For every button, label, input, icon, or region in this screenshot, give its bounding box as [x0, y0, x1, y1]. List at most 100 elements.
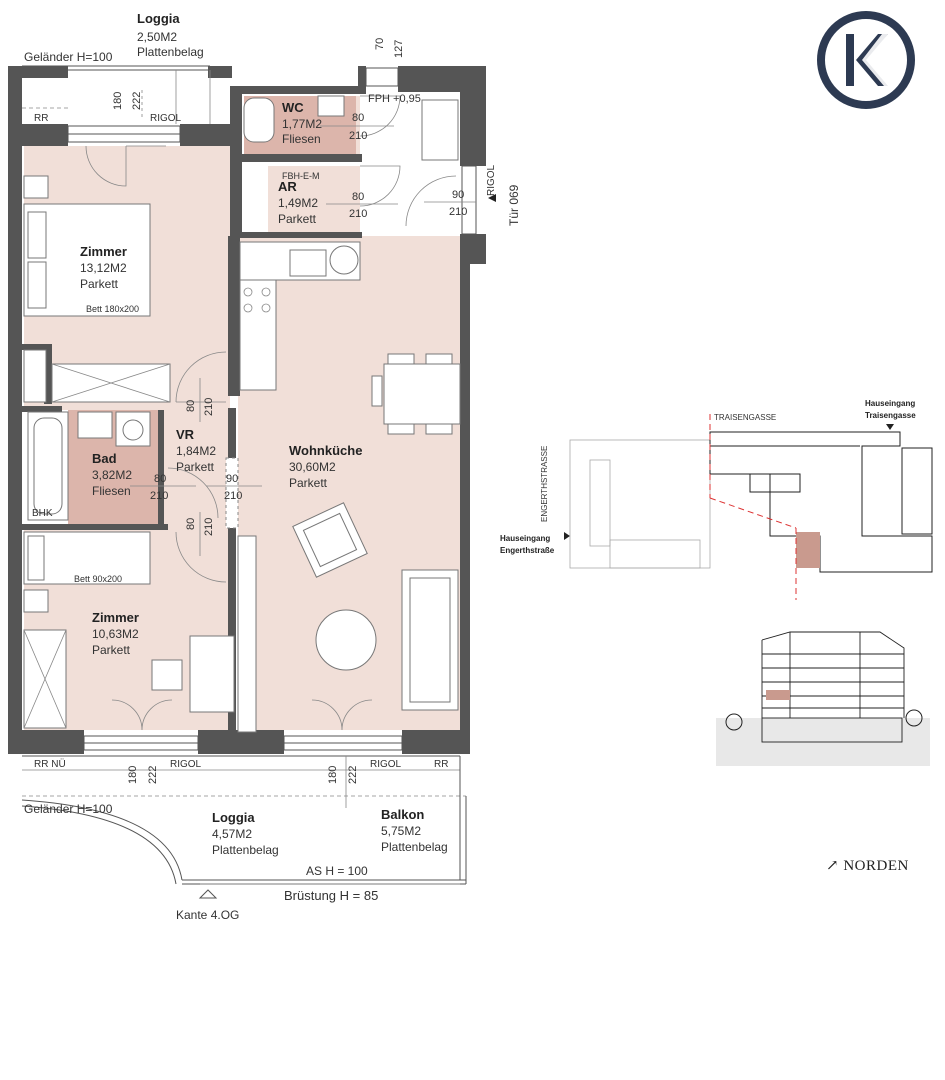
- ar-area: [268, 166, 360, 232]
- gelaender-bottom: Geländer H=100: [24, 802, 113, 816]
- entrance-left-line2: Engerthstraße: [500, 546, 555, 555]
- rr-nu: RR NÜ: [34, 758, 66, 770]
- loggia-bottom-area: 4,57M2: [212, 827, 252, 841]
- entrance-top-line2: Traisengasse: [865, 411, 916, 420]
- section-elevation: [716, 631, 930, 766]
- bath-sink: [77, 411, 113, 439]
- dim-222-bl: 222: [147, 766, 159, 784]
- bett2-label: Bett 90x200: [74, 574, 122, 584]
- vr-name: VR: [176, 427, 195, 442]
- toilet: [243, 97, 275, 143]
- bruestung-label: Brüstung H = 85: [284, 888, 378, 903]
- rigol-br: RIGOL: [370, 759, 402, 770]
- entrance-top-arrow-icon: [886, 424, 894, 430]
- dim-210-wohnkueche: 210: [224, 490, 242, 502]
- rr-br: RR: [434, 759, 448, 770]
- entrance-top-line1: Hauseingang: [865, 399, 915, 408]
- room-labels: Loggia 2,50M2 Plattenbelag WC 1,77M2 Fli…: [80, 11, 448, 857]
- dim-80-wc: 80: [352, 112, 364, 124]
- ar-floor: Parkett: [278, 212, 317, 226]
- section-highlight-floor: [766, 690, 790, 700]
- dim-180-top: 180: [112, 92, 124, 110]
- zimmer2-floor: Parkett: [92, 643, 131, 657]
- site-plan: TRAISENGASSE Hauseingang Traisengasse EN…: [500, 399, 933, 600]
- zimmer1-name: Zimmer: [80, 244, 127, 259]
- logo-ring: [817, 11, 915, 109]
- annotations: Geländer H=100 Geländer H=100 RR RIGOL R…: [24, 50, 521, 922]
- walls: [8, 66, 486, 754]
- tuer-label: Tür 069: [507, 184, 521, 226]
- dim-222-top: 222: [131, 92, 143, 110]
- zimmer1-floor: Parkett: [80, 277, 119, 291]
- entrance-left-arrow-icon: [564, 532, 570, 540]
- street-traisengasse: TRAISENGASSE: [714, 413, 776, 422]
- doors: [85, 95, 457, 731]
- street-engerthstrasse: ENGERTHSTRASSE: [540, 446, 549, 522]
- dim-127: 127: [393, 40, 405, 58]
- wc-floor: Fliesen: [282, 132, 321, 146]
- round-table: [315, 609, 377, 671]
- loggia-bottom-floor: Plattenbelag: [212, 843, 279, 857]
- loggia-top: [22, 65, 211, 124]
- balkon-area: 5,75M2: [381, 824, 421, 838]
- vr-floor: Parkett: [176, 460, 215, 474]
- vr-area-text: 1,84M2: [176, 444, 216, 458]
- dim-210-wc: 210: [349, 130, 367, 142]
- bed-single: [23, 531, 151, 585]
- dim-80-zimmer2: 80: [185, 518, 197, 530]
- dim-80-zimmer1: 80: [185, 400, 197, 412]
- loggia-top-area: 2,50M2: [137, 30, 177, 44]
- kante-label: Kante 4.OG: [176, 908, 239, 922]
- windows: [67, 67, 477, 751]
- gelaender-top: Geländer H=100: [24, 50, 113, 64]
- furniture: [23, 95, 461, 733]
- ar-area-text: 1,49M2: [278, 196, 318, 210]
- balkon-name: Balkon: [381, 807, 424, 822]
- fph-label: FPH +0,95: [368, 93, 421, 105]
- logo-k-glyph: [846, 34, 888, 86]
- rigol-bl: RIGOL: [170, 759, 202, 770]
- site-highlight-unit: [796, 532, 820, 568]
- loggia-top-floor: Plattenbelag: [137, 45, 204, 59]
- vr-area: [160, 410, 232, 528]
- rr-top: RR: [34, 113, 48, 124]
- rigol-top: RIGOL: [150, 113, 182, 124]
- wc-area-text: 1,77M2: [282, 117, 322, 131]
- bad-area-text: 3,82M2: [92, 468, 132, 482]
- loggia-top-name: Loggia: [137, 11, 180, 26]
- bett1-label: Bett 180x200: [86, 304, 139, 314]
- dim-80-bad: 80: [154, 473, 166, 485]
- dim-90-wohnkueche: 90: [226, 473, 238, 485]
- fbh-label: FBH-E-M: [282, 171, 320, 181]
- zimmer2-name: Zimmer: [92, 610, 139, 625]
- wohnkueche-area-text: 30,60M2: [289, 460, 336, 474]
- dim-210-entry: 210: [449, 206, 467, 218]
- dim-210-ar: 210: [349, 208, 367, 220]
- dim-210-zimmer1: 210: [203, 398, 215, 416]
- dim-90-entry: 90: [452, 189, 464, 201]
- loggia-bottom-name: Loggia: [212, 810, 255, 825]
- dim-210-zimmer2: 210: [203, 518, 215, 536]
- zimmer1-area-text: 13,12M2: [80, 261, 127, 275]
- dim-70: 70: [374, 38, 386, 50]
- company-logo: [817, 11, 915, 109]
- wohnkueche-floor: Parkett: [289, 476, 328, 490]
- wall-unit: [237, 535, 257, 733]
- wohnkueche-name: Wohnküche: [289, 443, 362, 458]
- dimensions: 70 127 180 222 80 210 80 210 90 210 80 2…: [112, 38, 476, 784]
- rigol-right: RIGOL: [486, 164, 497, 196]
- as-h-label: AS H = 100: [306, 864, 368, 878]
- entrance-left-line1: Hauseingang: [500, 534, 550, 543]
- dim-80-ar: 80: [352, 191, 364, 203]
- loggia-balkon-bottom: [21, 755, 467, 899]
- entrance-arrow-icon: [488, 194, 496, 202]
- zimmer2-area-text: 10,63M2: [92, 627, 139, 641]
- bhk-label: BHK: [32, 508, 53, 519]
- wc-name: WC: [282, 100, 304, 115]
- dim-210-bad: 210: [150, 490, 168, 502]
- balkon-floor: Plattenbelag: [381, 840, 448, 854]
- dim-180-bl: 180: [127, 766, 139, 784]
- bad-name: Bad: [92, 451, 117, 466]
- ar-name: AR: [278, 179, 297, 194]
